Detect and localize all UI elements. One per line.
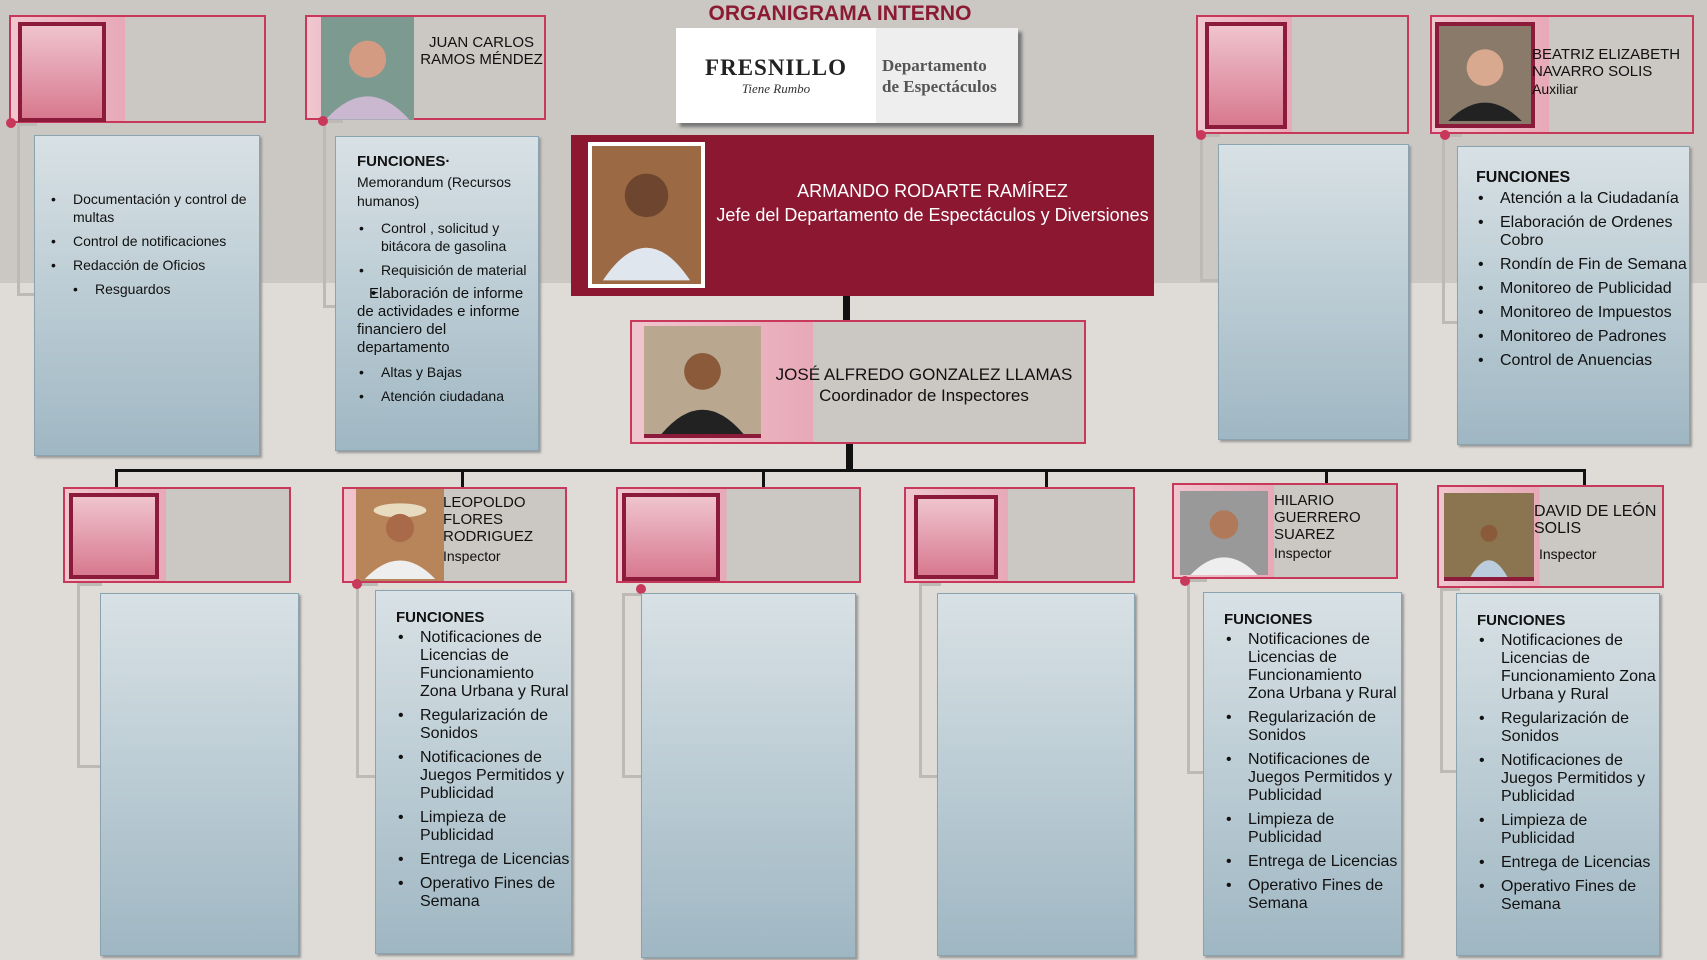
function-item: Resguardos	[71, 280, 249, 298]
coordinator-role: Coordinador de Inspectores	[819, 386, 1029, 405]
functions-box	[937, 593, 1135, 956]
logo-brand: FRESNILLO	[705, 54, 847, 80]
logo-dept-2: de Espectáculos	[882, 76, 997, 96]
functions-box	[1218, 144, 1409, 440]
coordinator-box: JOSÉ ALFREDO GONZALEZ LLAMAS Coordinador…	[630, 320, 1086, 444]
staff-card-empty	[9, 15, 266, 123]
function-item: Elaboración de Ordenes Cobro	[1476, 214, 1689, 250]
function-item: Entrega de Licencias	[1224, 853, 1401, 871]
function-item: Limpieza de Publicidad	[1224, 811, 1401, 847]
function-item: Atención a la Ciudadanía	[1476, 190, 1689, 208]
staff-role: Inspector	[1274, 545, 1332, 561]
function-item: Redacción de Oficios	[49, 256, 249, 274]
staff-card-empty	[1196, 15, 1409, 134]
staff-name: BEATRIZ ELIZABETH NAVARRO SOLIS	[1532, 46, 1681, 80]
staff-card-empty	[904, 487, 1135, 583]
function-item: Control , solicitud y bitácora de gasoli…	[357, 219, 534, 255]
logo-dept-1: Departamento	[882, 55, 987, 75]
connector	[846, 444, 853, 470]
function-item: Regularización de Sonidos	[1224, 709, 1401, 745]
function-item: Monitoreo de Padrones	[1476, 328, 1689, 346]
function-item: Notificaciones de Licencias de Funcionam…	[1477, 632, 1659, 704]
function-item: Operativo Fines de Semana	[1477, 878, 1659, 914]
function-item: Notificaciones de Licencias de Funcionam…	[396, 629, 571, 701]
functions-box: Documentación y control de multas Contro…	[34, 135, 260, 456]
staff-card-empty	[616, 487, 861, 583]
chart-title: ORGANIGRAMA INTERNO	[708, 2, 972, 25]
function-item: Entrega de Licencias	[1477, 854, 1659, 872]
staff-photo	[356, 489, 444, 581]
staff-photo	[1180, 491, 1268, 575]
staff-role: Inspector	[443, 548, 501, 564]
function-item: Monitoreo de Impuestos	[1476, 304, 1689, 322]
function-item: Notificaciones de Juegos Permitidos y Pu…	[1477, 752, 1659, 806]
function-item: Notificaciones de Licencias de Funcionam…	[1224, 631, 1401, 703]
staff-name: LEOPOLDO FLORES RODRIGUEZ	[443, 494, 533, 545]
functions-box	[641, 593, 856, 958]
functions-title: FUNCIONES	[1476, 169, 1571, 186]
director-role: Jefe del Departamento de Espectáculos y …	[716, 205, 1149, 225]
staff-photo	[1435, 22, 1535, 128]
staff-name: DAVID DE LEÓN SOLIS	[1534, 503, 1657, 537]
function-item: Operativo Fines de Semana	[396, 875, 571, 911]
function-item: Monitoreo de Publicidad	[1476, 280, 1689, 298]
function-item: Notificaciones de Juegos Permitidos y Pu…	[396, 749, 571, 803]
connector	[843, 296, 850, 320]
staff-name: JUAN CARLOS RAMOS MÉNDEZ	[420, 34, 543, 68]
function-item: Limpieza de Publicidad	[1477, 812, 1659, 848]
function-item: Rondín de Fin de Semana	[1476, 256, 1689, 274]
functions-box: FUNCIONES Atención a la Ciudadanía Elabo…	[1457, 146, 1690, 445]
staff-photo	[1444, 493, 1534, 581]
functions-box	[100, 593, 299, 956]
functions-box: FUNCIONES Notificaciones de Licencias de …	[1456, 593, 1660, 956]
function-item: Control de notificaciones	[49, 232, 249, 250]
staff-card: HILARIO GUERRERO SUAREZ Inspector	[1172, 483, 1398, 579]
function-item: Documentación y control de multas	[49, 190, 249, 226]
staff-photo	[321, 17, 414, 120]
function-intro: Memorandum (Recursos humanos)	[357, 174, 512, 209]
function-item: Limpieza de Publicidad	[396, 809, 571, 845]
function-item: Control de Anuencias	[1476, 352, 1689, 370]
function-item: Requisición de material	[357, 261, 534, 279]
functions-title: FUNCIONES·	[357, 153, 451, 170]
director-photo	[588, 142, 705, 288]
connector-horizontal	[115, 469, 1585, 472]
function-item: Regularización de Sonidos	[1477, 710, 1659, 746]
staff-card-empty	[63, 487, 291, 583]
function-item: Atención ciudadana	[357, 387, 534, 405]
functions-title: FUNCIONES	[1224, 611, 1313, 628]
functions-box: FUNCIONES· Memorandum (Recursos humanos)…	[335, 136, 539, 451]
functions-title: FUNCIONES	[1477, 612, 1566, 629]
function-item: Elaboración de informe de actividades e …	[357, 285, 534, 357]
function-item: Notificaciones de Juegos Permitidos y Pu…	[1224, 751, 1401, 805]
staff-card: JUAN CARLOS RAMOS MÉNDEZ	[305, 15, 546, 120]
function-item: Regularización de Sonidos	[396, 707, 571, 743]
function-item: Altas y Bajas	[357, 363, 534, 381]
functions-box: FUNCIONES Notificaciones de Licencias de …	[375, 590, 572, 954]
coordinator-photo	[644, 326, 761, 438]
coordinator-name: JOSÉ ALFREDO GONZALEZ LLAMAS	[775, 365, 1073, 384]
function-item: Entrega de Licencias	[396, 851, 571, 869]
staff-name: HILARIO GUERRERO SUAREZ	[1274, 492, 1361, 543]
function-item: Operativo Fines de Semana	[1224, 877, 1401, 913]
staff-role: Auxiliar	[1532, 81, 1578, 97]
staff-card: BEATRIZ ELIZABETH NAVARRO SOLIS Auxiliar	[1430, 15, 1694, 134]
functions-box: FUNCIONES Notificaciones de Licencias de …	[1203, 592, 1402, 956]
logo-tagline: Tiene Rumbo	[741, 80, 811, 96]
director-name: ARMANDO RODARTE RAMÍREZ	[797, 181, 1068, 201]
staff-role: Inspector	[1539, 546, 1597, 562]
functions-title: FUNCIONES	[396, 609, 485, 626]
director-box: ARMANDO RODARTE RAMÍREZ Jefe del Departa…	[571, 135, 1154, 296]
staff-card: DAVID DE LEÓN SOLIS Inspector	[1437, 485, 1664, 588]
staff-card: LEOPOLDO FLORES RODRIGUEZ Inspector	[342, 487, 567, 583]
